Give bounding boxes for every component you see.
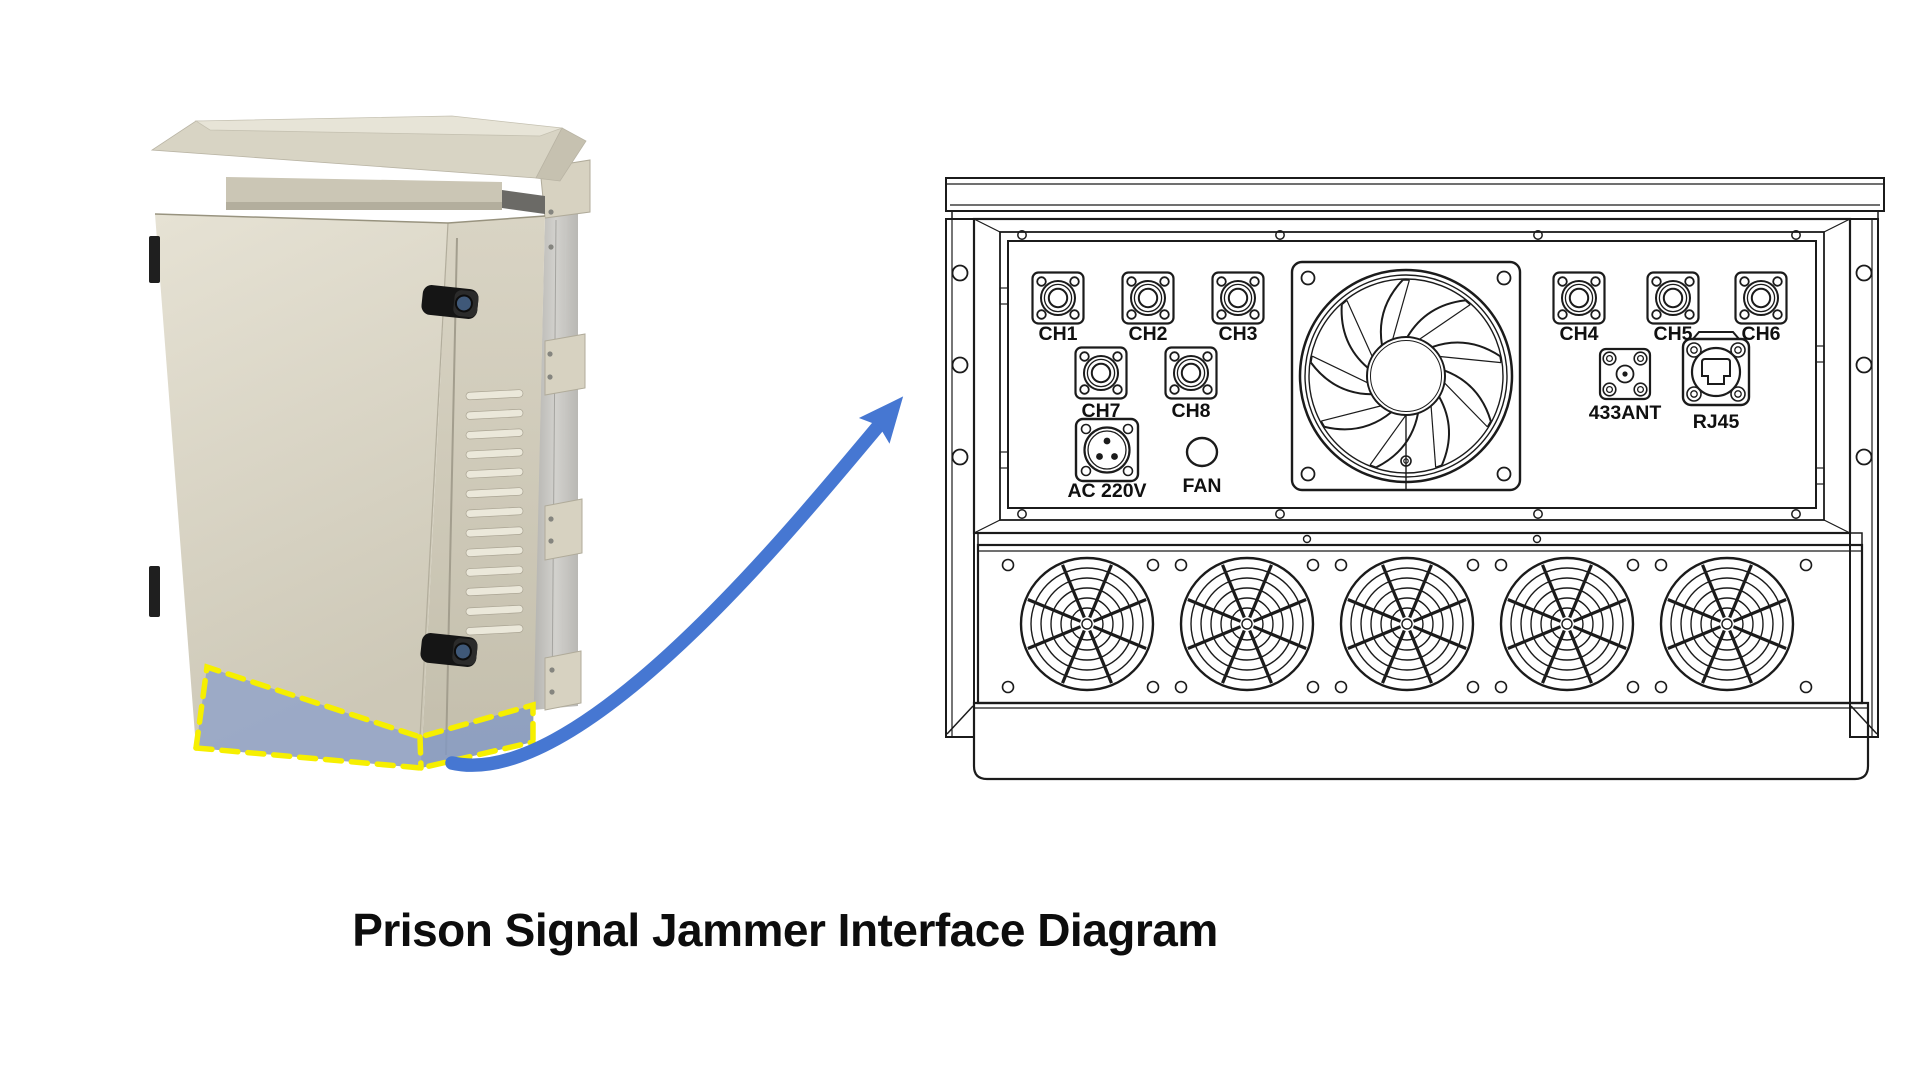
rj45-connector — [1681, 331, 1751, 407]
rear-chassis-frame — [945, 177, 1885, 781]
highlight-right-face — [420, 705, 533, 768]
antenna-connectors — [1031, 271, 1788, 483]
ch6-connector — [1734, 271, 1788, 325]
ac220-power-connector — [1074, 417, 1140, 483]
fan-grille-2 — [1179, 556, 1315, 692]
interface-diagram: CH1 CH2 CH3 CH4 CH5 CH6 CH7 CH8 433ANT R… — [945, 177, 1885, 781]
rack-post — [533, 212, 578, 710]
cap-top-face — [194, 115, 563, 137]
ch8-connector — [1164, 346, 1218, 400]
fan-grille-3 — [1339, 556, 1475, 692]
door-latch-bottom — [420, 633, 478, 667]
rack-rail-middle — [544, 333, 586, 396]
ch8-label: CH8 — [1171, 400, 1210, 422]
fan-grille-5 — [1659, 556, 1795, 692]
ch7-label: CH7 — [1081, 400, 1120, 422]
ch1-connector — [1031, 271, 1085, 325]
louver-vents — [465, 389, 524, 636]
fan-grille-4 — [1499, 556, 1635, 692]
connector-labels: CH1 CH2 CH3 CH4 CH5 CH6 CH7 CH8 433ANT R… — [1038, 323, 1780, 502]
cap-neck — [226, 177, 502, 208]
cabinet-photo — [149, 115, 591, 771]
fan-grille-1 — [1019, 556, 1155, 692]
rack-frame — [533, 159, 591, 711]
ch4-connector — [1552, 271, 1606, 325]
cap-right-face — [535, 127, 587, 182]
rack-screws — [547, 209, 555, 695]
ch4-label: CH4 — [1559, 323, 1598, 345]
fan-indicator — [1185, 436, 1219, 468]
center-exhaust-fan — [1290, 260, 1522, 492]
ant433-label: 433ANT — [1589, 402, 1662, 424]
callout-arrow — [445, 396, 904, 772]
cooling-fan-grilles — [1001, 556, 1813, 694]
hinge-top — [149, 236, 160, 283]
cabinet-cap — [150, 115, 587, 214]
ch2-label: CH2 — [1128, 323, 1167, 345]
highlight-dashed-border — [193, 663, 536, 771]
ch5-connector — [1646, 271, 1700, 325]
fan-label: FAN — [1183, 475, 1222, 497]
cabinet-body — [149, 213, 546, 768]
ch7-connector — [1074, 346, 1128, 400]
ch3-label: CH3 — [1218, 323, 1257, 345]
page-title: Prison Signal Jammer Interface Diagram — [352, 904, 1218, 956]
arrow-curve — [445, 417, 887, 772]
ch5-label: CH5 — [1653, 323, 1692, 345]
door-latch-top — [421, 285, 479, 319]
door-seam — [445, 237, 458, 756]
arrow-head-icon — [858, 396, 904, 444]
ch2-connector — [1121, 271, 1175, 325]
highlight-front-face — [196, 667, 421, 768]
rj45-label: RJ45 — [1693, 411, 1740, 433]
ac220-label: AC 220V — [1067, 480, 1146, 502]
ch3-connector — [1211, 271, 1265, 325]
rear-panel — [1007, 230, 1817, 519]
rack-rail-bottom — [544, 650, 582, 711]
ant433-connector — [1598, 347, 1652, 401]
rack-rail-lower — [544, 498, 583, 561]
hinge-bottom — [149, 566, 160, 617]
highlight-region — [193, 663, 536, 771]
ch1-label: CH1 — [1038, 323, 1077, 345]
ch6-label: CH6 — [1741, 323, 1780, 345]
cabinet-door — [155, 214, 448, 768]
